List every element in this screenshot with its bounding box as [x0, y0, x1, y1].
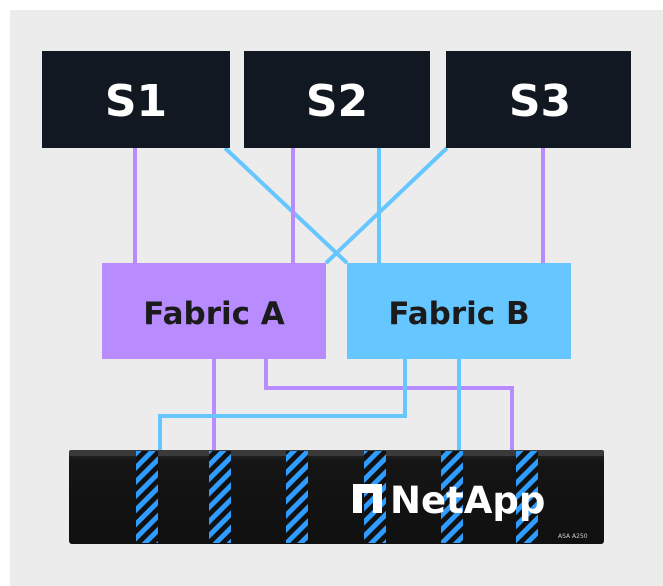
server-s2: S2 [244, 51, 430, 148]
netapp-logo-icon [353, 484, 382, 513]
server-s3: S3 [446, 51, 631, 148]
server-label-s3: S3 [509, 76, 571, 127]
storage-chassis [69, 450, 604, 544]
link-s3-fabric-a [324, 146, 449, 265]
storage-model: ASA A250 [558, 533, 588, 540]
link-s1-fabric-b [223, 146, 349, 265]
storage-drive-stripe [209, 451, 231, 543]
fabric-a-label: Fabric A [143, 296, 285, 332]
link-fabric-b-storage-1 [158, 359, 407, 451]
storage-array: NetApp ASA A250 [69, 450, 604, 544]
storage-brand: NetApp [390, 479, 545, 522]
storage-drive-stripe [441, 451, 463, 543]
diagram-svg: S1 S2 S3 Fabric A Fabric B [42, 51, 631, 544]
server-s1: S1 [42, 51, 230, 148]
fabric-b: Fabric B [347, 263, 571, 359]
fabric-a: Fabric A [102, 263, 326, 359]
server-label-s1: S1 [105, 76, 167, 127]
storage-drive-stripe [286, 451, 308, 543]
link-fabric-a-storage-2 [264, 359, 514, 451]
server-label-s2: S2 [306, 76, 368, 127]
storage-drive-stripe [516, 451, 538, 543]
fabric-b-label: Fabric B [388, 296, 529, 332]
storage-bezel-top [69, 450, 604, 456]
server-to-fabric-links [133, 146, 545, 265]
san-topology-diagram: S1 S2 S3 Fabric A Fabric B [10, 10, 663, 586]
storage-drive-stripe [136, 451, 158, 543]
fabric-to-storage-links [158, 359, 514, 451]
